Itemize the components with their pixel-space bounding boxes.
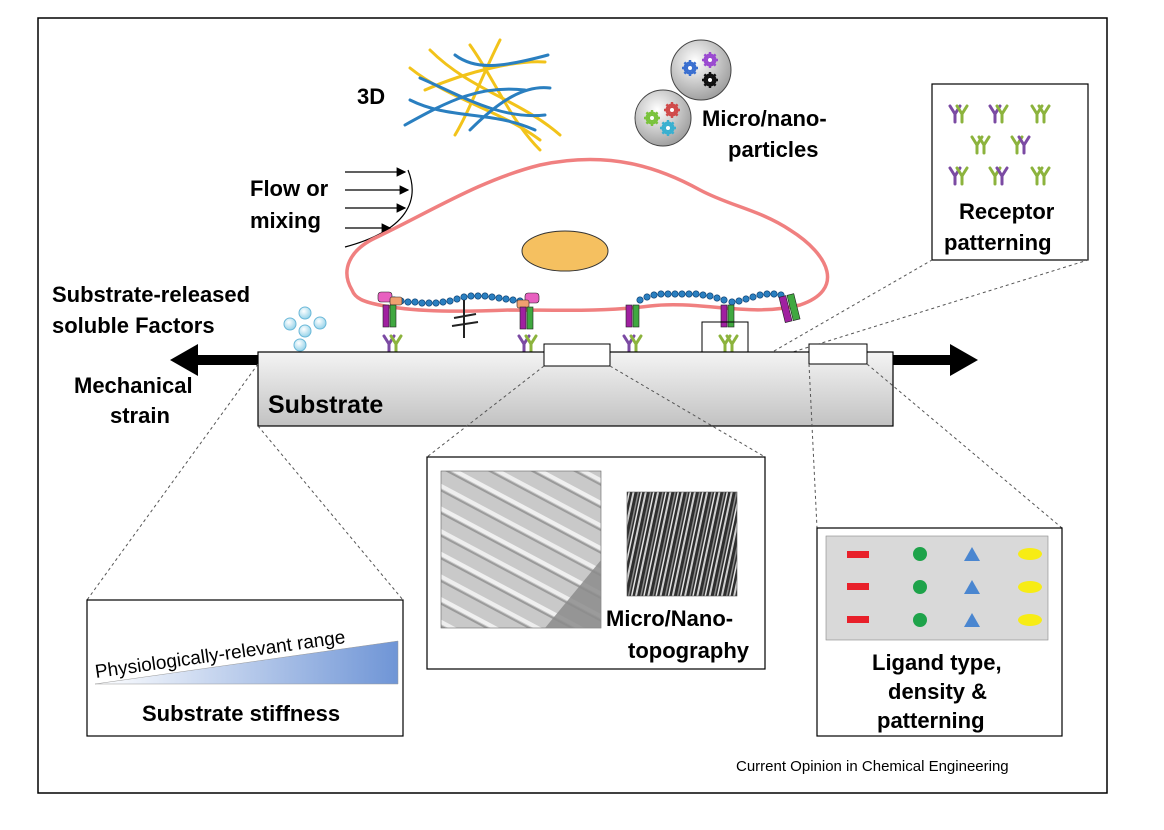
label-topo-1: Micro/Nano- (606, 606, 733, 631)
nanofiber-image (626, 491, 738, 597)
topography-zoom-box (543, 343, 611, 367)
label-topo-2: topography (628, 638, 750, 663)
strain-arrow-right (893, 344, 978, 376)
soluble-factor-droplets (283, 306, 327, 352)
particle-2 (634, 89, 692, 147)
label-ligand-3: patterning (877, 708, 985, 733)
label-flow-1: Flow or (250, 176, 329, 201)
label-substrate: Substrate (268, 391, 383, 419)
label-receptor-2: patterning (944, 230, 1052, 255)
ligand-zoom-box (808, 343, 868, 365)
label-flow-2: mixing (250, 208, 321, 233)
substrate-stiffness-panel: Physiologically-relevant range Substrate… (86, 599, 404, 737)
actin-fibers (390, 290, 785, 307)
zoom-lines (86, 363, 1063, 601)
label-soluble-2: soluble Factors (52, 313, 215, 338)
label-ligand-2: density & (888, 679, 987, 704)
label-particles-2: particles (728, 137, 819, 162)
label-ligand-1: Ligand type, (872, 650, 1002, 675)
receptor-patterning-panel: Receptor patterning (931, 83, 1089, 261)
topography-panel: Micro/Nano- topography (426, 456, 766, 670)
flow-profile (344, 167, 413, 248)
label-stiffness: Substrate stiffness (142, 701, 340, 726)
label-particles-1: Micro/nano- (702, 106, 827, 131)
cell-nucleus (521, 230, 609, 272)
ligand-markers (847, 547, 1042, 627)
focal-adhesions (377, 291, 801, 330)
label-strain-1: Mechanical (74, 373, 193, 398)
label-soluble-1: Substrate-released (52, 282, 250, 307)
free-receptor-icon (451, 300, 479, 338)
label-receptor-1: Receptor (959, 199, 1055, 224)
stiffness-wedge (94, 640, 399, 685)
particle-1 (670, 39, 732, 101)
source-credit: Current Opinion in Chemical Engineering (736, 758, 1009, 775)
label-strain-2: strain (110, 403, 170, 428)
receptor-zoom-lines (747, 259, 1089, 367)
3d-fiber-network (403, 38, 562, 152)
strain-arrow-left (170, 344, 258, 376)
ligand-panel: Ligand type, density & patterning (816, 527, 1063, 737)
label-3d: 3D (357, 84, 385, 109)
